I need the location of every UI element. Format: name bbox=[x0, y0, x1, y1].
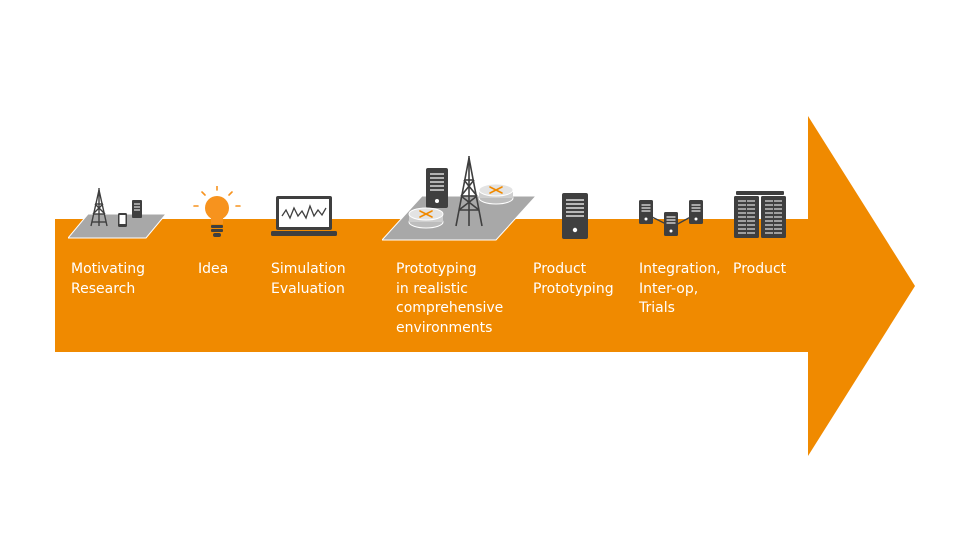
server-rack-icon bbox=[734, 191, 786, 238]
stage-label-idea: Idea bbox=[198, 261, 229, 277]
networked-servers-icon bbox=[639, 200, 703, 236]
tower-servers-routers-platform-icon bbox=[382, 156, 538, 241]
stage-label-product: Product bbox=[733, 261, 787, 277]
stage-label-prototyping-environments: Prototyping in realistic comprehensive e… bbox=[396, 261, 504, 336]
lightbulb-icon bbox=[193, 186, 241, 237]
stage-label-product-prototyping: Product Prototyping bbox=[533, 261, 614, 297]
stage-label-simulation-evaluation: Simulation Evaluation bbox=[271, 261, 346, 297]
stage-label-motivating-research: Motivating Research bbox=[71, 261, 146, 297]
arrow-shape bbox=[55, 116, 915, 456]
tower-device-platform-icon bbox=[68, 188, 168, 239]
stage-label-integration-trials: Integration, Inter-op, Trials bbox=[639, 261, 721, 316]
laptop-graph-icon bbox=[271, 196, 337, 236]
server-icon bbox=[562, 193, 588, 239]
